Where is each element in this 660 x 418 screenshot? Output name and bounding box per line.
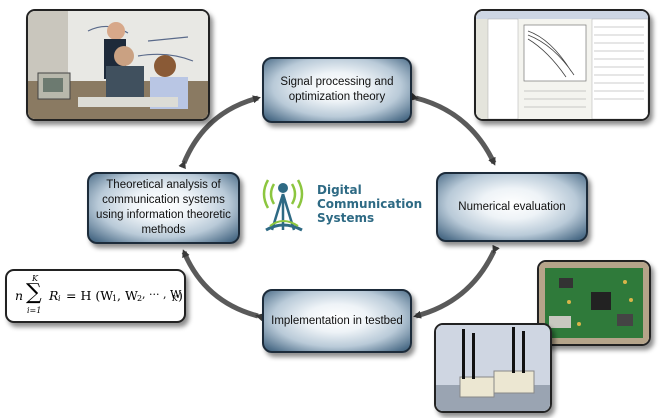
numerical-evaluation-label: Numerical evaluation	[458, 200, 566, 213]
antenna-logo-icon	[262, 179, 304, 232]
logo-line-digital: Digital	[317, 183, 362, 197]
implementation-label: Implementation in testbed	[271, 314, 403, 327]
logo-line-communication: Communication	[317, 197, 423, 211]
arrow-signal-numeric	[410, 92, 497, 166]
formula-term: R	[49, 288, 59, 303]
entropy-formula-box: n K ∑ i=1 R i = H (W 1 , W 2 , ··· , W K…	[5, 269, 186, 323]
circuit-board-photo	[537, 260, 651, 346]
formula-sum-symbol: ∑	[26, 280, 42, 305]
formula-sum-upper: K	[32, 274, 38, 283]
testbed-devices-photo	[434, 323, 552, 413]
arrow-numeric-impl	[413, 244, 500, 319]
numerical-evaluation-node: Numerical evaluation	[436, 172, 588, 242]
logo-line-systems: Systems	[317, 211, 375, 225]
formula-rhs-mid: , W	[117, 288, 138, 303]
signal-processing-label: Signal processing and optimization theor…	[280, 76, 394, 103]
implementation-node: Implementation in testbed	[262, 289, 412, 353]
formula-rhs-close: )	[178, 288, 183, 303]
signal-processing-node: Signal processing and optimization theor…	[262, 57, 412, 123]
formula-term-sub: i	[58, 294, 61, 303]
logo-text: Digital Communication Systems	[317, 183, 422, 225]
formula-sum-lower: i=1	[27, 306, 42, 315]
lab-photo	[26, 9, 210, 121]
arrow-impl-theory	[181, 249, 264, 322]
formula-rhs-sub2: 2	[137, 294, 143, 303]
formula-rhs-dots: , ··· , W	[142, 288, 182, 301]
theoretical-analysis-label: Theoretical analysis of communication sy…	[96, 179, 231, 236]
simulation-screenshot	[474, 9, 650, 121]
formula-rhs: = H (W	[66, 288, 114, 303]
formula-rhs-subk: K	[172, 294, 178, 303]
theoretical-analysis-node: Theoretical analysis of communication sy…	[87, 172, 240, 244]
formula-rhs-sub1: 1	[112, 294, 118, 303]
arrow-theory-signal	[178, 95, 261, 170]
formula-n: n	[15, 288, 24, 303]
